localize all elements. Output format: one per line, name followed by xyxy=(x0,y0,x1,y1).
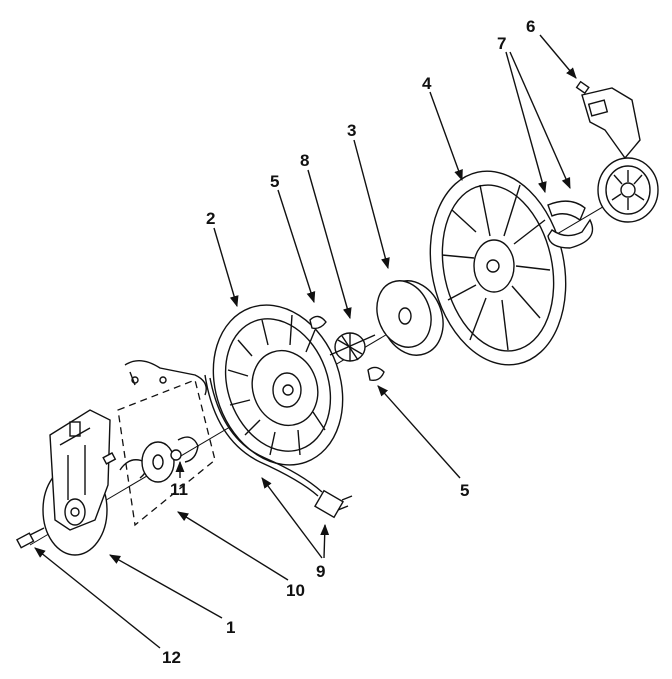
callout-11: 11 xyxy=(170,480,188,499)
leader-7a xyxy=(505,51,547,194)
part-11-spring-hub xyxy=(102,436,199,483)
callout-7: 7 xyxy=(497,34,506,53)
callout-9: 9 xyxy=(316,562,325,581)
part-3-brake-drum xyxy=(376,280,444,356)
callout-12: 12 xyxy=(162,648,181,667)
leader-6 xyxy=(539,34,577,79)
leader-5-upper xyxy=(277,189,316,304)
callout-5-lower: 5 xyxy=(460,481,469,500)
part-12-screw xyxy=(15,527,45,549)
part-6-bracket-wheel xyxy=(581,87,659,223)
part-2-reel-flange xyxy=(212,304,344,466)
leader-12 xyxy=(34,547,161,649)
leader-10 xyxy=(177,511,289,581)
callout-6: 6 xyxy=(526,17,535,36)
callout-1: 1 xyxy=(226,618,235,637)
callout-2: 2 xyxy=(206,209,215,228)
leader-2 xyxy=(213,227,239,308)
part-7-brake-shoes xyxy=(547,200,594,249)
part-6-screw xyxy=(575,80,590,95)
leader-3 xyxy=(353,139,390,270)
callout-3: 3 xyxy=(347,121,356,140)
leader-1 xyxy=(109,554,223,619)
part-9-power-cord xyxy=(204,374,353,519)
leader-8 xyxy=(307,169,352,320)
part-10-bracket xyxy=(117,360,216,527)
part-4-rear-flange xyxy=(429,170,567,366)
leader-5-lower xyxy=(377,385,461,479)
part-5-clip-upper xyxy=(309,315,327,330)
leader-lines xyxy=(34,34,577,649)
part-1-housing xyxy=(42,409,111,556)
leader-9b xyxy=(320,523,330,559)
callout-5-upper: 5 xyxy=(270,172,279,191)
callout-10: 10 xyxy=(286,581,305,600)
callout-4: 4 xyxy=(422,74,432,93)
leader-4 xyxy=(429,91,463,182)
part-8-armature xyxy=(329,332,376,362)
callout-8: 8 xyxy=(300,151,309,170)
part-5-clip-lower xyxy=(367,366,385,382)
leader-9a xyxy=(261,477,323,559)
leader-7b xyxy=(509,51,571,190)
